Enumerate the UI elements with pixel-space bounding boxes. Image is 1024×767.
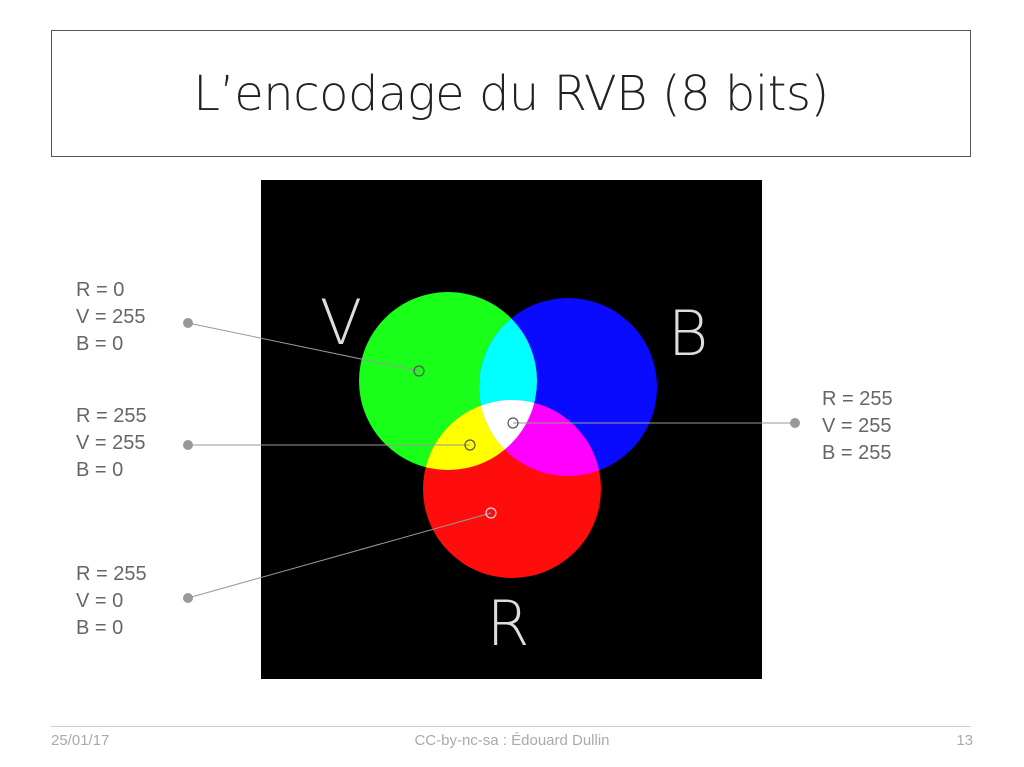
target-ring-green bbox=[413, 365, 425, 377]
label-yellow-b: B = 0 bbox=[76, 459, 124, 481]
title-box: L’encodage du RVB (8 bits) bbox=[51, 30, 971, 157]
label-green-b: B = 0 bbox=[76, 333, 124, 355]
label-white-r: R = 255 bbox=[822, 388, 893, 410]
label-white: R = 255 V = 255 B = 255 bbox=[822, 386, 893, 467]
callout-line-red bbox=[187, 512, 492, 599]
label-red-r: R = 255 bbox=[76, 563, 147, 585]
footer-date: 25/01/17 bbox=[51, 732, 110, 749]
label-yellow-r: R = 255 bbox=[76, 405, 147, 427]
letter-b: B bbox=[668, 297, 709, 370]
label-yellow: R = 255 V = 255 B = 0 bbox=[76, 403, 147, 484]
target-ring-red bbox=[485, 507, 497, 519]
target-ring-white bbox=[507, 417, 519, 429]
letter-r: R bbox=[486, 587, 529, 660]
callout-dot-white bbox=[790, 418, 800, 428]
letter-v: V bbox=[320, 286, 362, 359]
footer-page-number: 13 bbox=[956, 732, 973, 749]
footer-rule bbox=[51, 726, 971, 727]
label-green-r: R = 0 bbox=[76, 279, 125, 301]
label-red: R = 255 V = 0 B = 0 bbox=[76, 561, 147, 642]
label-white-b: B = 255 bbox=[822, 442, 892, 464]
callout-dot-yellow bbox=[183, 440, 193, 450]
callout-dot-red bbox=[183, 593, 193, 603]
magenta-overlap bbox=[479, 400, 601, 476]
label-yellow-v: V = 255 bbox=[76, 432, 146, 454]
label-green-v: V = 255 bbox=[76, 306, 146, 328]
label-red-b: B = 0 bbox=[76, 617, 124, 639]
label-white-v: V = 255 bbox=[822, 415, 892, 437]
label-red-v: V = 0 bbox=[76, 590, 124, 612]
target-ring-yellow bbox=[464, 439, 476, 451]
label-green: R = 0 V = 255 B = 0 bbox=[76, 277, 146, 358]
callout-line-green bbox=[187, 322, 420, 372]
footer-license: CC-by-nc-sa : Édouard Dullin bbox=[414, 732, 610, 749]
callout-dot-green bbox=[183, 318, 193, 328]
slide-title: L’encodage du RVB (8 bits) bbox=[193, 65, 829, 122]
